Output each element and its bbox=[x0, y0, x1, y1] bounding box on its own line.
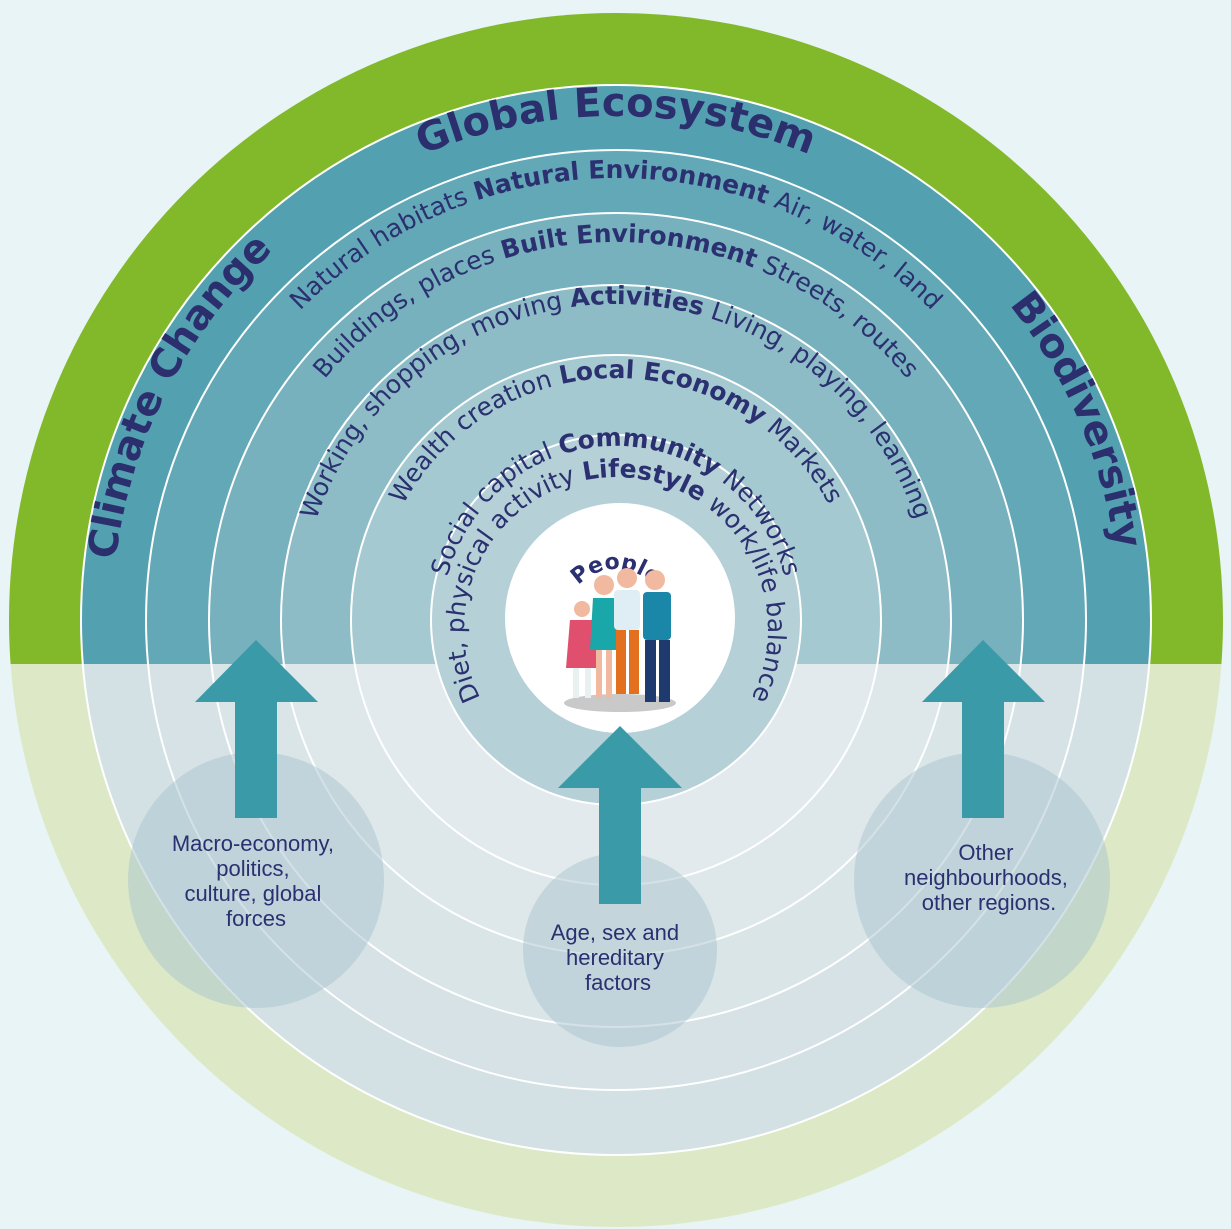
factor-text-right: Other neighbourhoods, other regions. bbox=[904, 840, 1074, 915]
factor-text-middle: Age, sex and hereditary factors bbox=[551, 920, 686, 995]
family-illustration bbox=[564, 568, 676, 712]
arrow-left bbox=[195, 640, 318, 818]
factor-circle-left bbox=[128, 752, 384, 1008]
factor-text-left: Macro-economy, politics, culture, global… bbox=[172, 831, 340, 931]
arrow-middle bbox=[558, 726, 682, 904]
factor-circle-middle bbox=[523, 853, 717, 1047]
factor-circle-right bbox=[854, 752, 1110, 1008]
arrow-right bbox=[922, 640, 1045, 818]
